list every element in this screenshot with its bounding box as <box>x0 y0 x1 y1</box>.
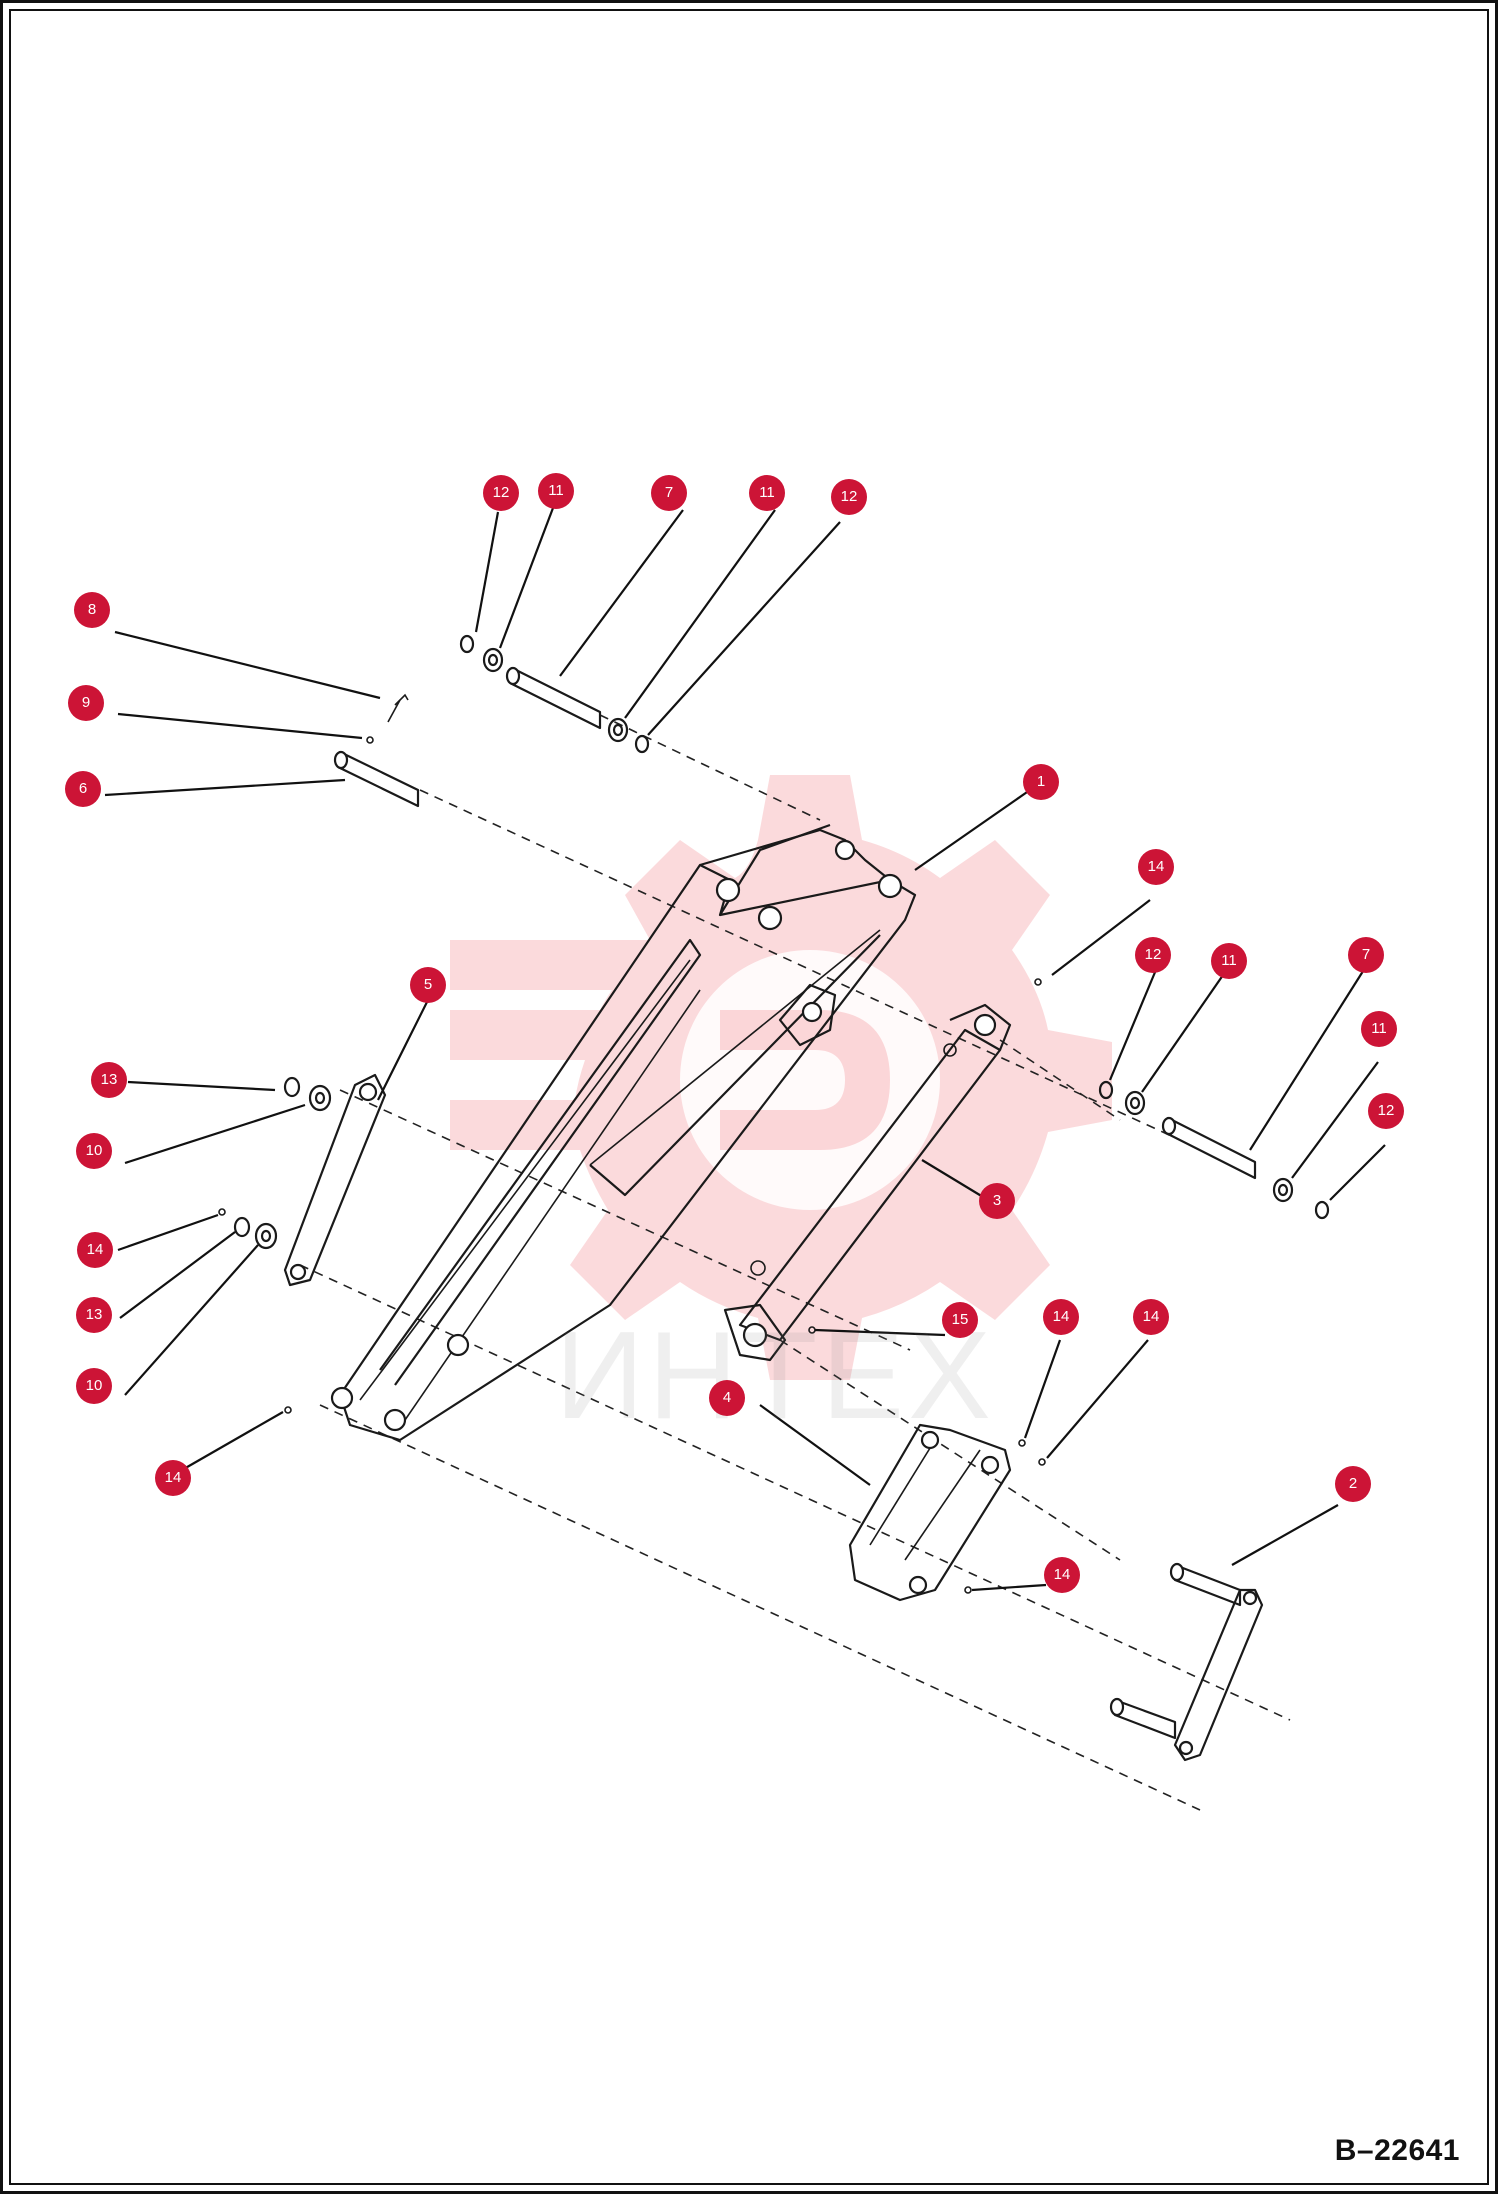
leader-lines <box>104 507 1386 1592</box>
callout-9[interactable]: 9 <box>68 685 104 721</box>
callout-13[interactable]: 13 <box>91 1062 127 1098</box>
callout-8[interactable]: 8 <box>74 592 110 628</box>
pin-group-left <box>333 693 420 808</box>
callout-15[interactable]: 15 <box>942 1302 978 1338</box>
callout-2[interactable]: 2 <box>1335 1466 1371 1502</box>
link-part-5 <box>283 1073 387 1287</box>
callout-5[interactable]: 5 <box>410 967 446 1003</box>
callout-14[interactable]: 14 <box>1138 849 1174 885</box>
callout-12[interactable]: 12 <box>1135 937 1171 973</box>
callout-12[interactable]: 12 <box>831 479 867 515</box>
grease-fittings <box>284 978 1046 1594</box>
bucket-link-part-4 <box>848 1423 1012 1602</box>
callout-6[interactable]: 6 <box>65 771 101 807</box>
boom-part-1 <box>330 823 917 1442</box>
callout-10[interactable]: 10 <box>76 1133 112 1169</box>
callout-7[interactable]: 7 <box>1348 937 1384 973</box>
callout-13[interactable]: 13 <box>76 1297 112 1333</box>
cylinder-part-3 <box>723 1003 1012 1362</box>
callout-14[interactable]: 14 <box>1133 1299 1169 1335</box>
callout-12[interactable]: 12 <box>483 475 519 511</box>
callout-14[interactable]: 14 <box>77 1232 113 1268</box>
callout-1[interactable]: 1 <box>1023 764 1059 800</box>
callout-11[interactable]: 11 <box>538 473 574 509</box>
callout-10[interactable]: 10 <box>76 1368 112 1404</box>
callout-14[interactable]: 14 <box>1043 1299 1079 1335</box>
pin-part-2 <box>1109 1562 1264 1762</box>
watermark-text: ИНТЕХ <box>555 1307 995 1445</box>
callout-12[interactable]: 12 <box>1368 1093 1404 1129</box>
washer-group-left <box>218 1076 332 1250</box>
callout-7[interactable]: 7 <box>651 475 687 511</box>
callout-14[interactable]: 14 <box>1044 1557 1080 1593</box>
callout-11[interactable]: 11 <box>1361 1011 1397 1047</box>
callout-3[interactable]: 3 <box>979 1183 1015 1219</box>
callout-11[interactable]: 11 <box>1211 943 1247 979</box>
watermark-logo <box>450 775 1112 1380</box>
drawing-frame-inner <box>9 9 1489 2185</box>
callout-11[interactable]: 11 <box>749 475 785 511</box>
callout-4[interactable]: 4 <box>709 1380 745 1416</box>
callout-14[interactable]: 14 <box>155 1460 191 1496</box>
pin-group-right <box>1098 1080 1330 1220</box>
drawing-number: B–22641 <box>1334 2134 1460 2167</box>
pin-group-upper-left <box>459 634 650 754</box>
